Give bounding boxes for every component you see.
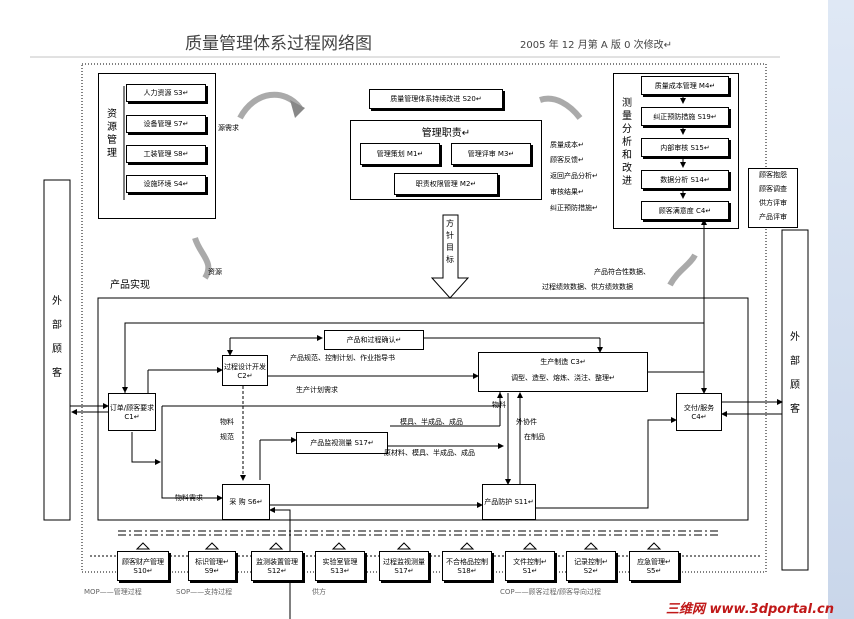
management-duty-title: 管理职责↵	[421, 128, 471, 139]
external-customer-right: 外部顾客	[790, 332, 800, 415]
feed-label: 返回产品分析↵	[550, 172, 598, 180]
legend-sop: SOP——支持过程	[176, 588, 233, 596]
duty-item: 管理评审 M3↵	[451, 143, 531, 165]
page-title: 质量管理体系过程网络图	[185, 34, 372, 54]
support-item: 不合格品控制 S18↵	[442, 551, 492, 581]
window-sidebar	[828, 0, 854, 619]
legend-cop: COP——顾客过程/顾客导向过程	[500, 588, 601, 596]
resources-label: 资源管理	[107, 109, 117, 159]
side-label: 供方评审	[759, 199, 787, 207]
support-item: 监测装置管理 S12↵	[251, 551, 303, 581]
policy-label: 方针目标	[446, 219, 454, 264]
order-box: 订单/顾客要求 C1↵	[108, 393, 156, 431]
duty-item: 管理策划 M1↵	[360, 143, 440, 165]
external-customer-left: 外部顾客	[52, 296, 62, 379]
feed-label: 质量成本↵	[550, 141, 584, 149]
support-item: 标识管理↵ S9↵	[188, 551, 236, 581]
deliver-box: 交付/服务 C4↵	[676, 393, 722, 431]
confirm-box: 产品和过程确认↵	[324, 330, 424, 350]
resources-frame	[98, 73, 216, 219]
measure-item: 质量成本管理 M4↵	[641, 76, 729, 95]
support-item: 顾客财产管理 S10↵	[117, 551, 169, 581]
produce-sub: 调型、造型、熔炼、浇注、整理↵	[511, 374, 615, 382]
feed-label: 审核结果↵	[550, 188, 584, 196]
monitor-box: 产品监视测量 S17↵	[296, 432, 388, 454]
support-item: 实验室管理 S13↵	[315, 551, 365, 581]
perf-label: 过程绩效数据、供方绩效数据	[542, 283, 633, 291]
side-label: 产品评审	[759, 213, 787, 221]
feed-label: 顾客反馈↵	[550, 156, 584, 164]
material-label: 物料	[492, 401, 506, 409]
outsource-label: 外协件	[516, 418, 537, 426]
support-item: 记录控制↵ S2↵	[566, 551, 616, 581]
conform-label: 产品符合性数据、	[594, 268, 650, 276]
mat-req-label: 物料需求	[175, 494, 203, 502]
customer-feedback-box: 顾客抱怨 顾客调查 供方评审 产品评审	[748, 168, 798, 228]
side-label: 顾客调查	[759, 185, 787, 193]
measure-item: 顾客满意度 C4↵	[641, 201, 729, 220]
version-text: 2005 年 12 月第 A 版 0 次修改↵	[520, 40, 673, 51]
continual-improvement-box: 质量管理体系持续改进 S20↵	[369, 89, 503, 109]
plan-label: 产品规范、控制计划、作业指导书	[290, 354, 395, 362]
measure-label: 测量分析和改进	[622, 98, 632, 187]
measure-frame	[613, 73, 739, 229]
realization-title: 产品实现	[110, 280, 150, 291]
resource-flow-label: 资源	[208, 268, 222, 276]
resource-item: 工装管理 S8↵	[126, 145, 206, 163]
purchase-box: 采 购 S6↵	[222, 484, 270, 520]
resource-item: 设施环境 S4↵	[126, 175, 206, 193]
design-box: 过程设计开发 C2↵	[222, 355, 268, 386]
side-label: 顾客抱怨	[759, 171, 787, 179]
tools-label: 模具、半成品、成品	[400, 418, 463, 426]
legend-supplier: 供方	[312, 588, 326, 596]
support-item: 过程监视测量 S17↵	[379, 551, 429, 581]
support-item: 文件控制↵ S1↵	[505, 551, 555, 581]
duty-item: 职责权限管理 M2↵	[394, 173, 498, 195]
spec-label: 规范	[220, 433, 234, 441]
support-item: 应急管理↵ S5↵	[629, 551, 679, 581]
resource-req-label: 源需求	[218, 124, 239, 132]
in-prod-label: 在制品	[524, 433, 545, 441]
measure-item: 纠正预防措施 S19↵	[641, 107, 729, 126]
produce-box: 生产制造 C3↵ 调型、造型、熔炼、浇注、整理↵	[478, 352, 648, 392]
raw-label: 原材料、模具、半成品、成品	[384, 449, 475, 457]
resource-item: 人力资源 S3↵	[126, 84, 206, 102]
protect-box: 产品防护 S11↵	[482, 484, 536, 520]
legend-mop: MOP——管理过程	[84, 588, 142, 596]
measure-item: 数据分析 S14↵	[641, 170, 729, 189]
feed-label: 纠正预防措施↵	[550, 204, 598, 212]
produce-title: 生产制造 C3↵	[540, 358, 586, 366]
produce-plan-label: 生产计划需求	[296, 386, 338, 394]
resource-item: 设备管理 S7↵	[126, 115, 206, 133]
measure-item: 内部审核 S15↵	[641, 138, 729, 157]
site-watermark: 三维网 www.3dportal.cn	[665, 602, 834, 617]
feed-in-label: 物料	[220, 418, 234, 426]
